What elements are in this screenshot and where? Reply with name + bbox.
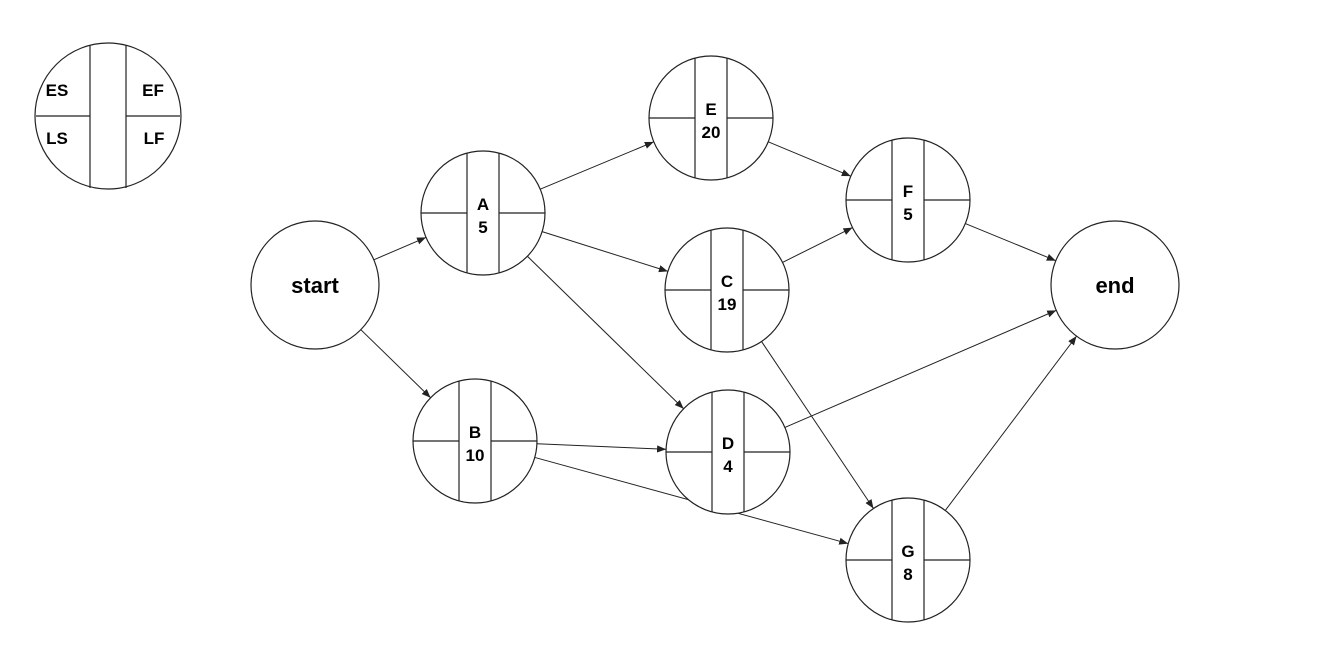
node-circle — [1050, 220, 1180, 350]
node-label: D — [722, 434, 734, 453]
node-start: start — [250, 220, 380, 350]
legend-lf-label: LF — [144, 129, 165, 148]
edge-start-to-a — [373, 236, 427, 261]
node-circle — [250, 220, 380, 350]
edge-a-to-e — [540, 141, 654, 190]
node-duration: 19 — [718, 295, 737, 314]
edge-b-to-d — [536, 443, 667, 453]
node-d: D4 — [665, 389, 791, 515]
node-b: B 10 — [412, 378, 538, 504]
node-label: G — [901, 542, 914, 561]
edge-f-to-end — [965, 223, 1056, 262]
legend-ef-label: EF — [142, 81, 164, 100]
node-label: end — [1095, 273, 1134, 298]
edge-a-to-c — [541, 231, 669, 273]
node-label: start — [291, 273, 339, 298]
node-a: A5 — [420, 150, 546, 276]
node-g: G8 — [845, 497, 971, 623]
edge-e-to-f — [768, 141, 851, 177]
legend-es-label: ES — [46, 81, 69, 100]
node-label: E — [705, 100, 716, 119]
edge-g-to-end — [944, 335, 1077, 511]
edge-start-to-b — [360, 329, 431, 399]
node-end: end — [1050, 220, 1180, 350]
node-duration: 5 — [903, 205, 912, 224]
node-e: E 20 — [648, 55, 774, 181]
node-c: C 19 — [664, 227, 790, 353]
node-label: A — [477, 195, 489, 214]
node-duration: 4 — [723, 457, 733, 476]
node-label: C — [721, 272, 733, 291]
edge-c-to-g — [761, 341, 874, 509]
edge-d-to-end — [784, 309, 1057, 428]
legend-ls-label: LS — [46, 129, 68, 148]
edge-a-to-d — [527, 255, 684, 410]
node-f: F5 — [845, 137, 971, 263]
node-duration: 10 — [466, 446, 485, 465]
legend-circle — [34, 42, 182, 190]
node-label: B — [469, 423, 481, 442]
node-duration: 5 — [478, 218, 487, 237]
edge-c-to-f — [782, 227, 853, 263]
node-duration: 20 — [702, 123, 721, 142]
legend-node: ES EF LS LF — [34, 42, 182, 190]
node-duration: 8 — [903, 565, 912, 584]
node-label: F — [903, 182, 913, 201]
